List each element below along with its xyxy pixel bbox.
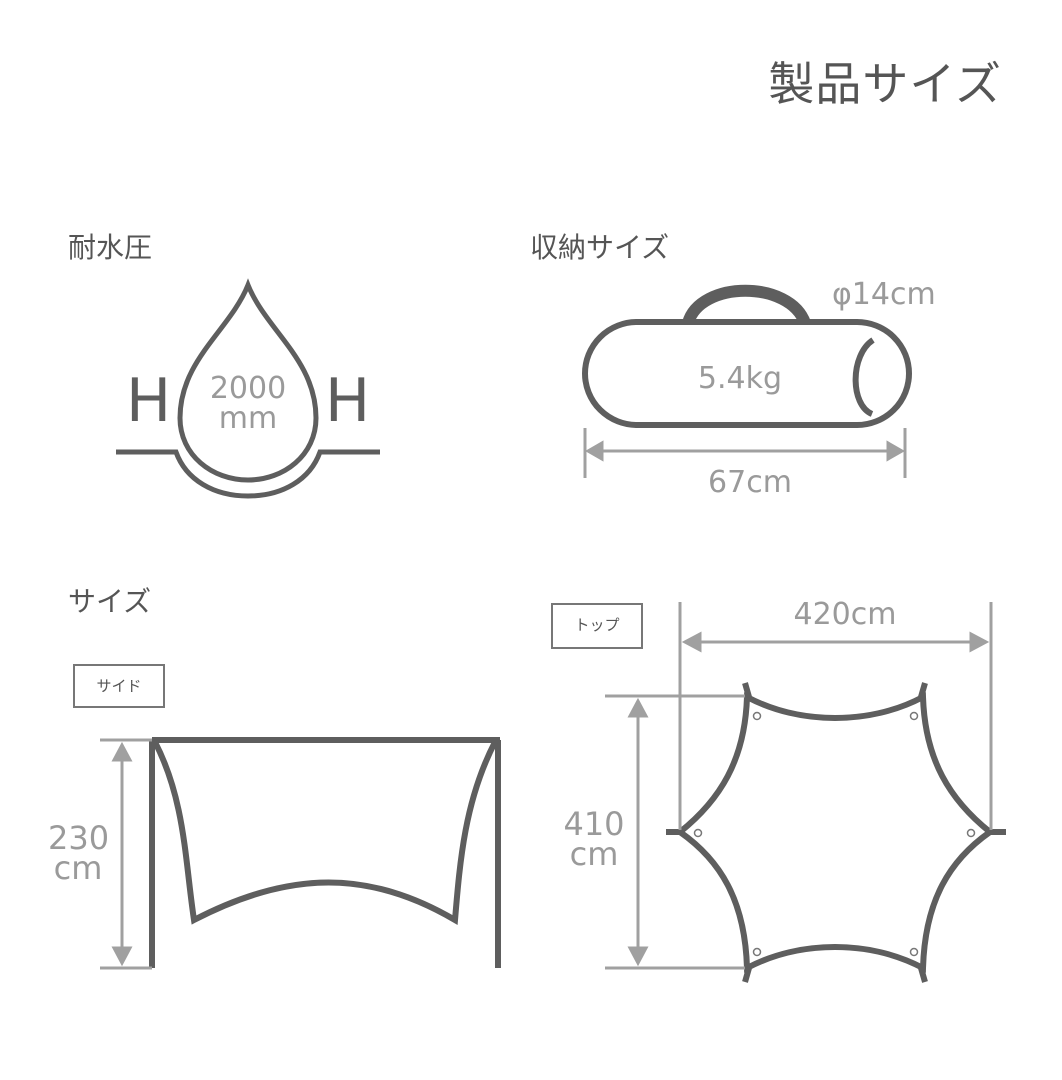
water-pressure-unit: mm <box>218 401 278 436</box>
top-width-dimension <box>678 602 993 830</box>
top-view-shape <box>666 682 1006 983</box>
size-heading: サイズ <box>68 585 152 618</box>
weight-label: 5.4kg <box>697 361 783 396</box>
top-width-label: 420cm <box>793 597 897 632</box>
top-depth-dimension <box>605 694 745 970</box>
grommet-icons <box>693 711 976 957</box>
water-pressure-heading: 耐水圧 <box>68 231 153 264</box>
side-tag: サイド <box>73 664 165 708</box>
storage-bag-icon <box>582 284 912 428</box>
length-label: 67cm <box>708 465 792 500</box>
length-dimension-line <box>583 428 907 478</box>
side-height-dimension <box>100 738 152 970</box>
page-title: 製品サイズ <box>768 57 1002 111</box>
storage-size-heading: 収納サイズ <box>530 231 670 264</box>
h-left-label: H <box>126 366 172 436</box>
top-tag: トップ <box>551 603 643 649</box>
water-pressure-value: 2000 <box>209 371 287 406</box>
side-height-value: 230 <box>48 819 110 857</box>
water-drop-icon <box>116 278 380 499</box>
side-height-unit: cm <box>53 849 103 887</box>
side-view-shape <box>149 737 501 968</box>
h-right-label: H <box>325 366 371 436</box>
top-depth-value: 410 <box>563 805 625 843</box>
top-depth-unit: cm <box>569 835 619 873</box>
diameter-label: φ14cm <box>832 277 936 312</box>
